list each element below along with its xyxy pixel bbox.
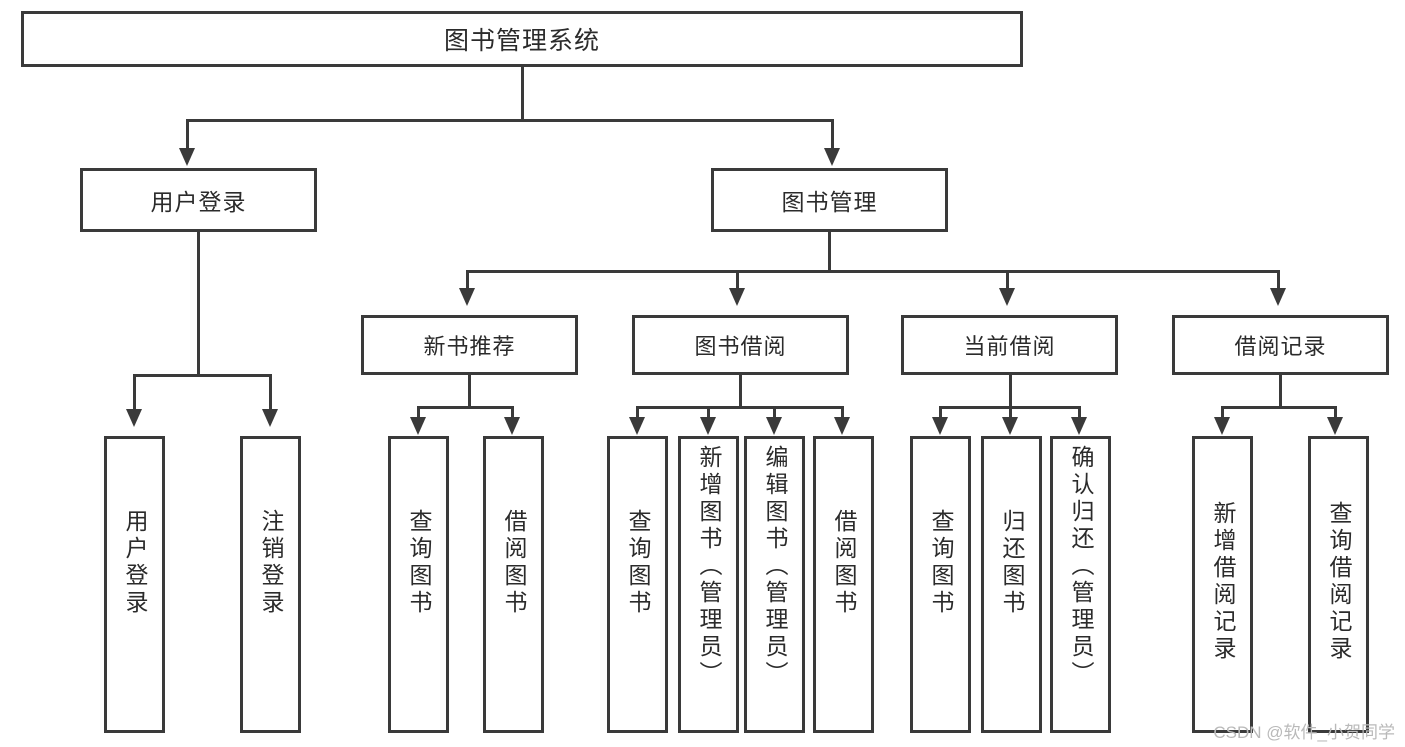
- node-label: 新增借阅记录: [1210, 501, 1236, 663]
- node-label: 用户登录: [150, 189, 247, 215]
- connector-user-login-drop-1: [133, 374, 136, 410]
- arrow-bb-leaf-2: [700, 417, 716, 435]
- arrow-bm-to-borrow-record: [1270, 288, 1286, 306]
- connector-bb-stem: [739, 375, 742, 407]
- node-label: 新书推荐: [423, 334, 516, 359]
- node-label: 查询借阅记录: [1326, 501, 1352, 663]
- connector-user-login-stem: [197, 232, 200, 374]
- connector-nbr-bus: [417, 406, 514, 409]
- arrow-user-login-leaf-1: [126, 409, 142, 427]
- leaf-user-login-logout[interactable]: 注销登录: [240, 436, 301, 733]
- arrow-bb-leaf-3: [766, 417, 782, 435]
- connector-bm-drop-1: [466, 270, 469, 289]
- leaf-nbr-borrow-book[interactable]: 借阅图书: [483, 436, 544, 733]
- connector-bb-drop-4: [841, 406, 844, 418]
- arrow-nbr-leaf-2: [504, 417, 520, 435]
- connector-cb-drop-2: [1009, 406, 1012, 418]
- connector-bb-drop-2: [707, 406, 710, 418]
- arrow-br-leaf-1: [1214, 417, 1230, 435]
- arrow-cb-leaf-2: [1002, 417, 1018, 435]
- leaf-cb-confirm-return-admin[interactable]: 确认归还（管理员）: [1050, 436, 1111, 733]
- node-book-management[interactable]: 图书管理: [711, 168, 948, 232]
- leaf-bb-borrow-book[interactable]: 借阅图书: [813, 436, 874, 733]
- node-label: 图书管理系统: [443, 27, 600, 55]
- connector-br-bus: [1221, 406, 1337, 409]
- connector-nbr-stem: [468, 375, 471, 407]
- arrow-bm-to-new-book-recommend: [459, 288, 475, 306]
- connector-root-to-book-management: [831, 119, 834, 149]
- arrow-bb-leaf-1: [629, 417, 645, 435]
- connector-br-stem: [1279, 375, 1282, 407]
- connector-cb-drop-1: [939, 406, 942, 418]
- arrow-bm-to-current-borrow: [999, 288, 1015, 306]
- node-label: 编辑图书（管理员）: [762, 445, 788, 688]
- connector-br-drop-1: [1221, 406, 1224, 418]
- node-label: 新增图书（管理员）: [696, 445, 722, 688]
- node-label: 查询图书: [406, 509, 432, 617]
- node-user-login[interactable]: 用户登录: [80, 168, 317, 232]
- connector-br-drop-2: [1334, 406, 1337, 418]
- arrow-bm-to-book-borrow: [729, 288, 745, 306]
- connector-root-to-user-login: [186, 119, 189, 149]
- node-label: 归还图书: [999, 509, 1025, 617]
- connector-cb-drop-3: [1078, 406, 1081, 418]
- leaf-bb-add-book-admin[interactable]: 新增图书（管理员）: [678, 436, 739, 733]
- node-current-borrow[interactable]: 当前借阅: [901, 315, 1118, 375]
- leaf-br-add-record[interactable]: 新增借阅记录: [1192, 436, 1253, 733]
- leaf-br-query-record[interactable]: 查询借阅记录: [1308, 436, 1369, 733]
- arrow-nbr-leaf-1: [410, 417, 426, 435]
- node-label: 注销登录: [258, 509, 284, 617]
- node-label: 图书借阅: [694, 334, 787, 359]
- connector-bm-drop-3: [1006, 270, 1009, 289]
- connector-bb-bus: [636, 406, 844, 409]
- connector-user-login-bus: [133, 374, 269, 377]
- connector-user-login-drop-2: [269, 374, 272, 410]
- node-label: 借阅记录: [1234, 334, 1327, 359]
- connector-bb-drop-1: [636, 406, 639, 418]
- connector-bb-drop-3: [773, 406, 776, 418]
- node-label: 借阅图书: [501, 509, 527, 617]
- connector-nbr-drop-2: [511, 406, 514, 418]
- node-label: 查询图书: [625, 509, 651, 617]
- leaf-user-login-login[interactable]: 用户登录: [104, 436, 165, 733]
- arrow-bb-leaf-4: [834, 417, 850, 435]
- connector-root-bus: [186, 119, 834, 122]
- connector-nbr-drop-1: [417, 406, 420, 418]
- node-label: 借阅图书: [831, 509, 857, 617]
- node-book-borrow[interactable]: 图书借阅: [632, 315, 849, 375]
- arrow-root-to-book-management: [824, 148, 840, 166]
- leaf-bb-query-book[interactable]: 查询图书: [607, 436, 668, 733]
- arrow-user-login-leaf-2: [262, 409, 278, 427]
- node-label: 查询图书: [928, 509, 954, 617]
- connector-book-management-bus: [466, 270, 1280, 273]
- connector-cb-stem: [1009, 375, 1012, 407]
- node-label: 当前借阅: [963, 334, 1056, 359]
- node-new-book-recommend[interactable]: 新书推荐: [361, 315, 578, 375]
- arrow-cb-leaf-3: [1071, 417, 1087, 435]
- leaf-nbr-query-book[interactable]: 查询图书: [388, 436, 449, 733]
- arrow-br-leaf-2: [1327, 417, 1343, 435]
- arrow-cb-leaf-1: [932, 417, 948, 435]
- node-label: 图书管理: [781, 189, 878, 215]
- node-label: 用户登录: [122, 509, 148, 617]
- connector-root-stem: [521, 67, 524, 119]
- arrow-root-to-user-login: [179, 148, 195, 166]
- leaf-bb-edit-book-admin[interactable]: 编辑图书（管理员）: [744, 436, 805, 733]
- connector-bm-drop-2: [736, 270, 739, 289]
- connector-book-management-stem: [828, 232, 831, 270]
- node-root-book-management-system[interactable]: 图书管理系统: [21, 11, 1023, 67]
- connector-bm-drop-4: [1277, 270, 1280, 289]
- watermark-text: CSDN @软件_小贺同学: [1213, 723, 1395, 742]
- node-borrow-record[interactable]: 借阅记录: [1172, 315, 1389, 375]
- leaf-cb-return-book[interactable]: 归还图书: [981, 436, 1042, 733]
- leaf-cb-query-book[interactable]: 查询图书: [910, 436, 971, 733]
- node-label: 确认归还（管理员）: [1068, 445, 1094, 688]
